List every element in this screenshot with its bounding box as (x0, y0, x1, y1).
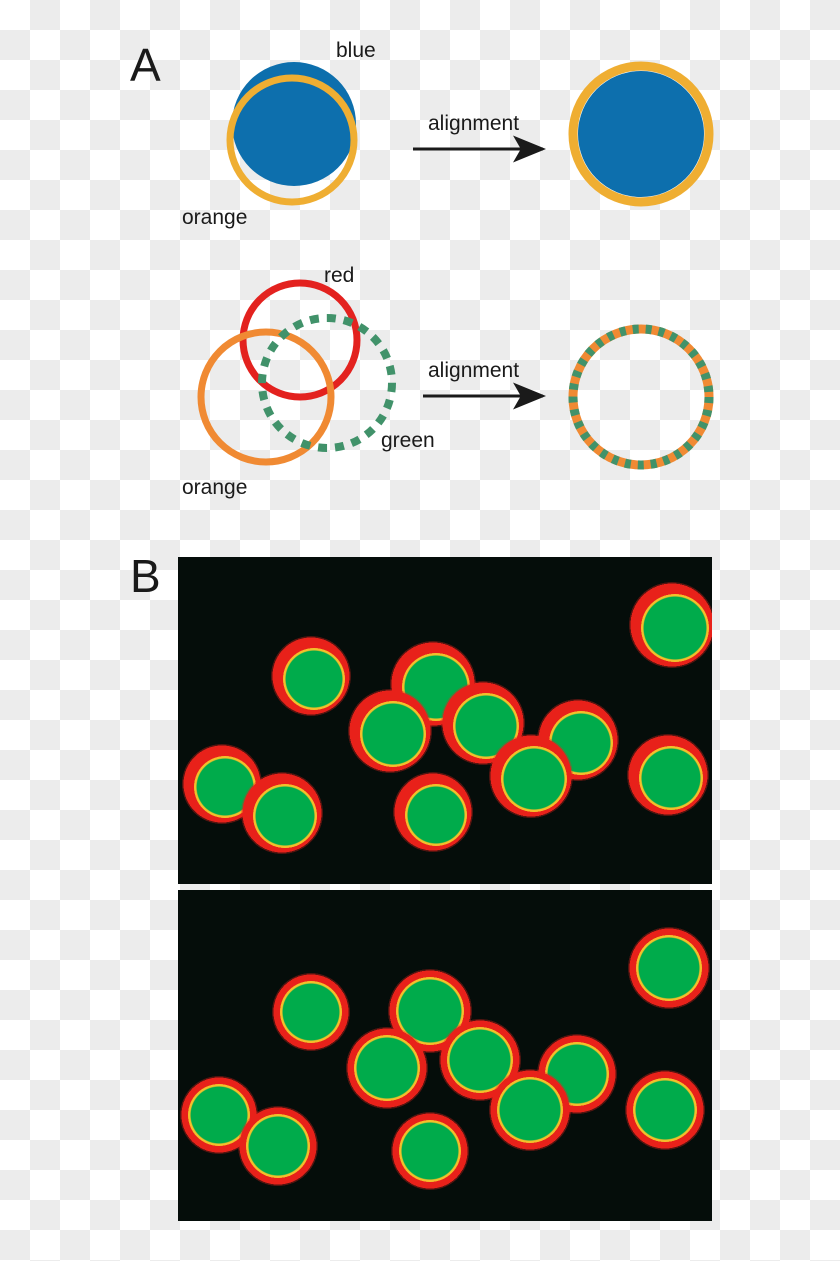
bead-green-core (354, 1035, 420, 1101)
micrograph-unaligned (178, 557, 712, 884)
red-ring-unaligned (239, 279, 361, 401)
bead (180, 1076, 258, 1154)
bead (346, 1027, 428, 1109)
bead-green-core (404, 784, 467, 846)
micrograph-aligned (178, 890, 712, 1221)
bead (489, 734, 573, 818)
bead-green-core (252, 784, 317, 848)
blue-disc-unaligned (232, 62, 356, 186)
bead (393, 772, 473, 852)
orange-ring-aligned-row2 (568, 324, 714, 470)
green-ring-aligned (568, 324, 714, 470)
bead-green-core (640, 594, 709, 662)
row2-before-group (197, 279, 396, 466)
bead (625, 1070, 705, 1150)
panel-letter-b: B (130, 550, 162, 602)
micrograph-unaligned-beads (178, 557, 712, 884)
bead (628, 927, 710, 1009)
bead-green-core (497, 1077, 563, 1143)
bead-green-core (282, 648, 345, 710)
bead (238, 1106, 318, 1186)
bead (629, 582, 712, 668)
bead (241, 772, 323, 854)
bead-green-core (246, 1114, 310, 1178)
orange-ring-aligned (568, 61, 714, 207)
bead-green-core (280, 981, 342, 1043)
micrograph-aligned-beads (178, 890, 712, 1221)
bead-green-core (633, 1078, 697, 1142)
bead (391, 1112, 469, 1190)
alignment-label-row2: alignment (428, 359, 520, 382)
label-red: red (324, 264, 355, 287)
row2-after-group (568, 324, 714, 470)
bead (489, 1069, 571, 1151)
bead (272, 973, 350, 1051)
row1-before-group (226, 62, 358, 206)
label-green: green (381, 429, 435, 452)
orange-ring-unaligned-row2 (197, 328, 335, 466)
green-ring-unaligned (258, 314, 396, 452)
bead-green-core (636, 935, 702, 1001)
alignment-label-row1: alignment (428, 112, 520, 135)
label-orange-row1: orange (182, 206, 248, 229)
row1-after-group (568, 61, 714, 207)
bead (627, 734, 709, 816)
bead-green-core (500, 746, 567, 812)
bead (441, 681, 525, 765)
bead-green-core (359, 701, 426, 767)
label-blue: blue (336, 39, 376, 62)
label-orange-row2: orange (182, 476, 248, 499)
panel-letter-a: A (130, 39, 162, 91)
bead-green-core (638, 746, 703, 810)
bead (348, 689, 432, 773)
blue-disc-aligned (578, 71, 704, 197)
bead-green-core (399, 1120, 461, 1182)
bead (271, 636, 351, 716)
orange-ring-unaligned (226, 74, 358, 206)
